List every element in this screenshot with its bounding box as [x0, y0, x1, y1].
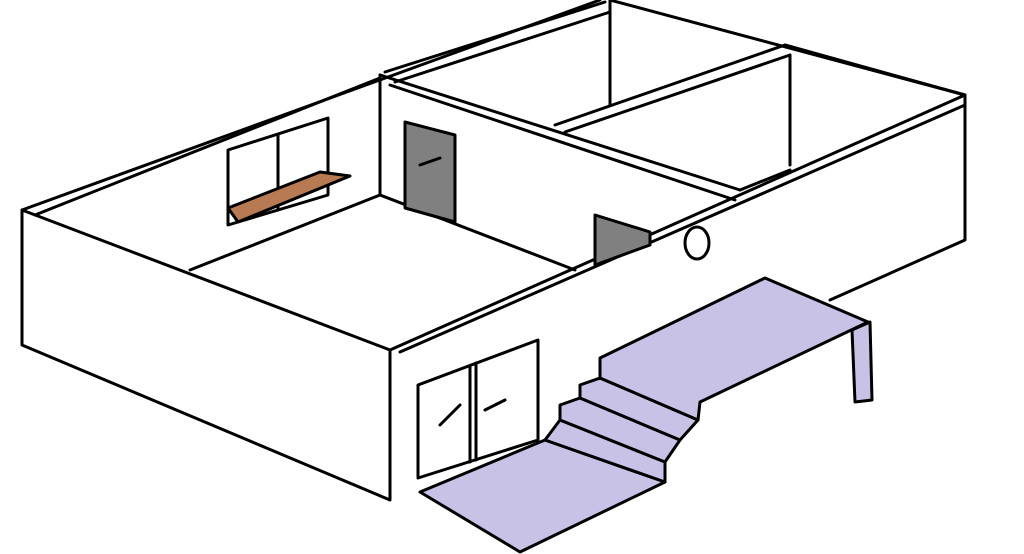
round-window — [683, 225, 711, 261]
outer-walls — [20, 0, 967, 502]
entrance-ramp — [418, 276, 874, 554]
shelf — [226, 170, 352, 224]
front-double-doors[interactable] — [416, 338, 540, 480]
platform-leg — [850, 320, 874, 404]
interior-walls — [188, 0, 967, 272]
interior-door-partial[interactable] — [593, 213, 652, 267]
interior-door[interactable] — [403, 120, 457, 224]
window — [226, 116, 352, 227]
